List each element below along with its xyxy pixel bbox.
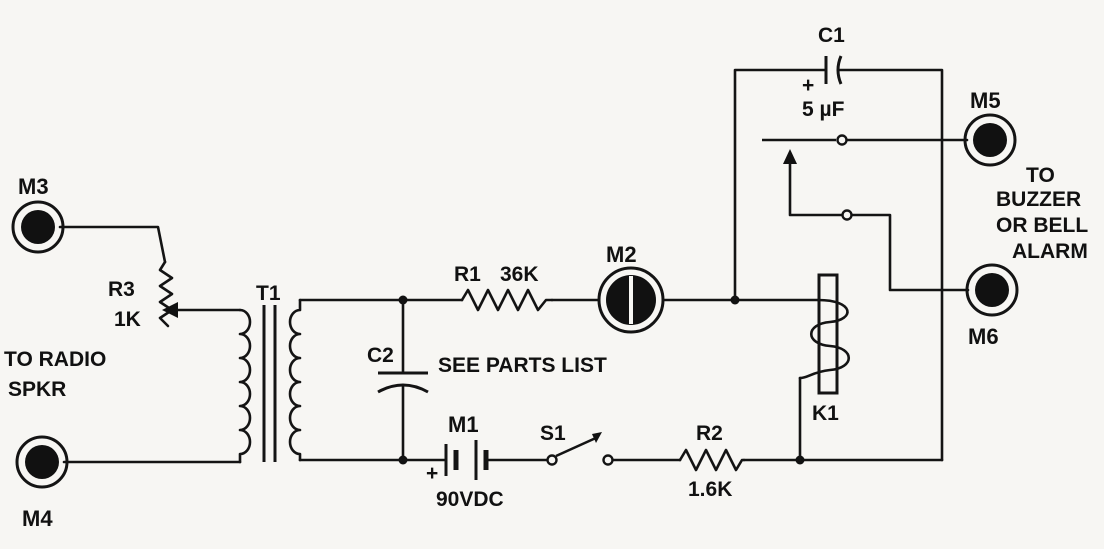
- terminal-m6: [965, 263, 1019, 317]
- label-radio-line2: SPKR: [8, 378, 66, 401]
- r3-wiper-arrow: [162, 302, 242, 318]
- label-m1-plus: +: [426, 462, 438, 485]
- label-r2-value: 1.6K: [688, 478, 732, 501]
- relay-k1: [798, 273, 850, 462]
- switch-s1: [546, 432, 614, 466]
- resistor-r1: [460, 288, 554, 312]
- label-alarm-line2: BUZZER: [996, 188, 1081, 211]
- capacitor-c2: [377, 298, 429, 462]
- label-c1: C1: [818, 24, 845, 47]
- resistor-r2: [678, 448, 746, 472]
- wire-c1-loop: [733, 68, 944, 462]
- label-c2-note: SEE PARTS LIST: [438, 354, 607, 377]
- wire-m3-to-r3: [58, 225, 167, 264]
- capacitor-c1: [824, 55, 843, 85]
- meter-m2: [597, 266, 665, 334]
- label-c1-plus: +: [802, 74, 814, 97]
- label-m3: M3: [18, 174, 49, 199]
- terminal-m5: [963, 113, 1017, 167]
- label-m4: M4: [22, 506, 53, 531]
- label-t1: T1: [256, 282, 281, 305]
- label-c1-value: 5 µF: [802, 98, 845, 121]
- transformer-t1: [238, 298, 302, 464]
- label-r2: R2: [696, 422, 723, 445]
- terminal-m3: [11, 200, 65, 254]
- label-r3: R3: [108, 278, 135, 301]
- label-m6: M6: [968, 324, 999, 349]
- label-m1-value: 90VDC: [436, 488, 504, 511]
- relay-contacts: [762, 134, 970, 292]
- label-r3-value: 1K: [114, 308, 141, 331]
- terminal-m4: [15, 435, 69, 489]
- label-alarm-line3: OR BELL: [996, 214, 1088, 237]
- label-m2: M2: [606, 242, 637, 267]
- label-r1: R1: [454, 263, 481, 286]
- label-s1: S1: [540, 422, 566, 445]
- label-radio-line1: TO RADIO: [4, 348, 106, 371]
- label-r1-value: 36K: [500, 263, 539, 286]
- label-alarm-line1: TO: [1026, 164, 1055, 187]
- label-alarm-line4: ALARM: [1012, 240, 1088, 263]
- battery-m1: [444, 440, 489, 480]
- label-c2: C2: [367, 344, 394, 367]
- label-m5: M5: [970, 88, 1001, 113]
- resistor-r3: [158, 260, 174, 328]
- label-m1: M1: [448, 412, 479, 437]
- label-k1: K1: [812, 402, 839, 425]
